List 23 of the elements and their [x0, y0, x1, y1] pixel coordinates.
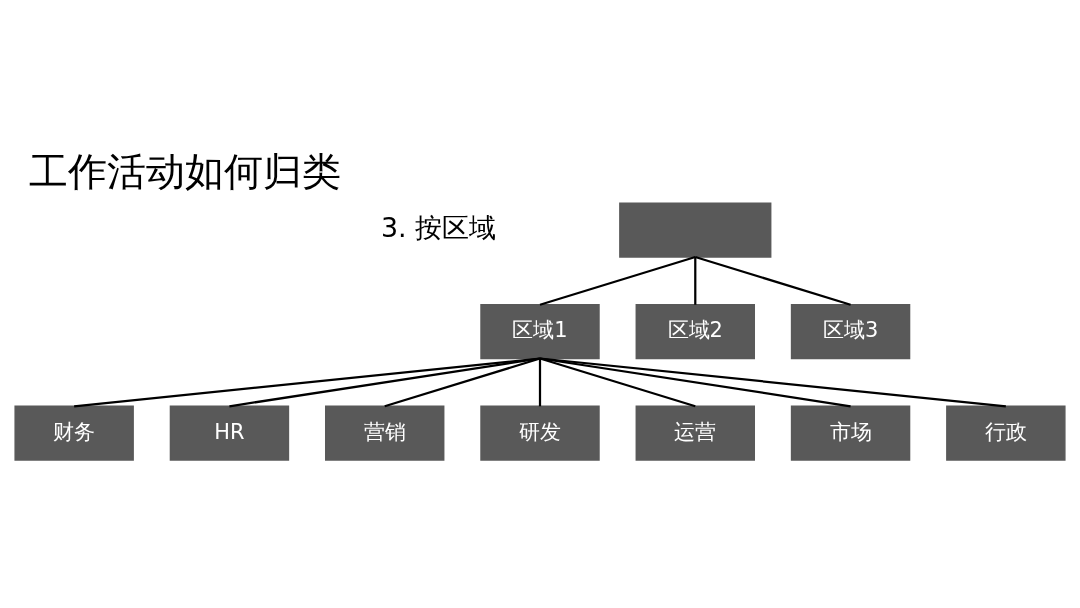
connector [539, 255, 696, 306]
connector [538, 358, 542, 407]
diagram-title: 工作活动如何归类 [28, 149, 341, 194]
node-box: 运营 [635, 405, 755, 461]
node-box: 营销 [325, 405, 445, 461]
connector [539, 357, 1006, 408]
connector [74, 357, 541, 408]
connector [229, 357, 541, 408]
node-box [619, 202, 772, 258]
connector [539, 357, 851, 408]
node-box: 市场 [790, 405, 911, 461]
node-box: 研发 [480, 405, 600, 461]
connector [384, 357, 541, 408]
node-box: 区域1 [480, 304, 600, 360]
connector [694, 255, 851, 306]
node-box: HR [169, 405, 290, 461]
node-box: 区域3 [790, 304, 911, 360]
node-box: 区域2 [635, 304, 755, 360]
label: 3. 按区域 [380, 211, 497, 243]
connector [539, 357, 696, 408]
connector [694, 256, 697, 305]
node-box: 行政 [946, 405, 1066, 461]
node-box: 财务 [14, 405, 134, 461]
